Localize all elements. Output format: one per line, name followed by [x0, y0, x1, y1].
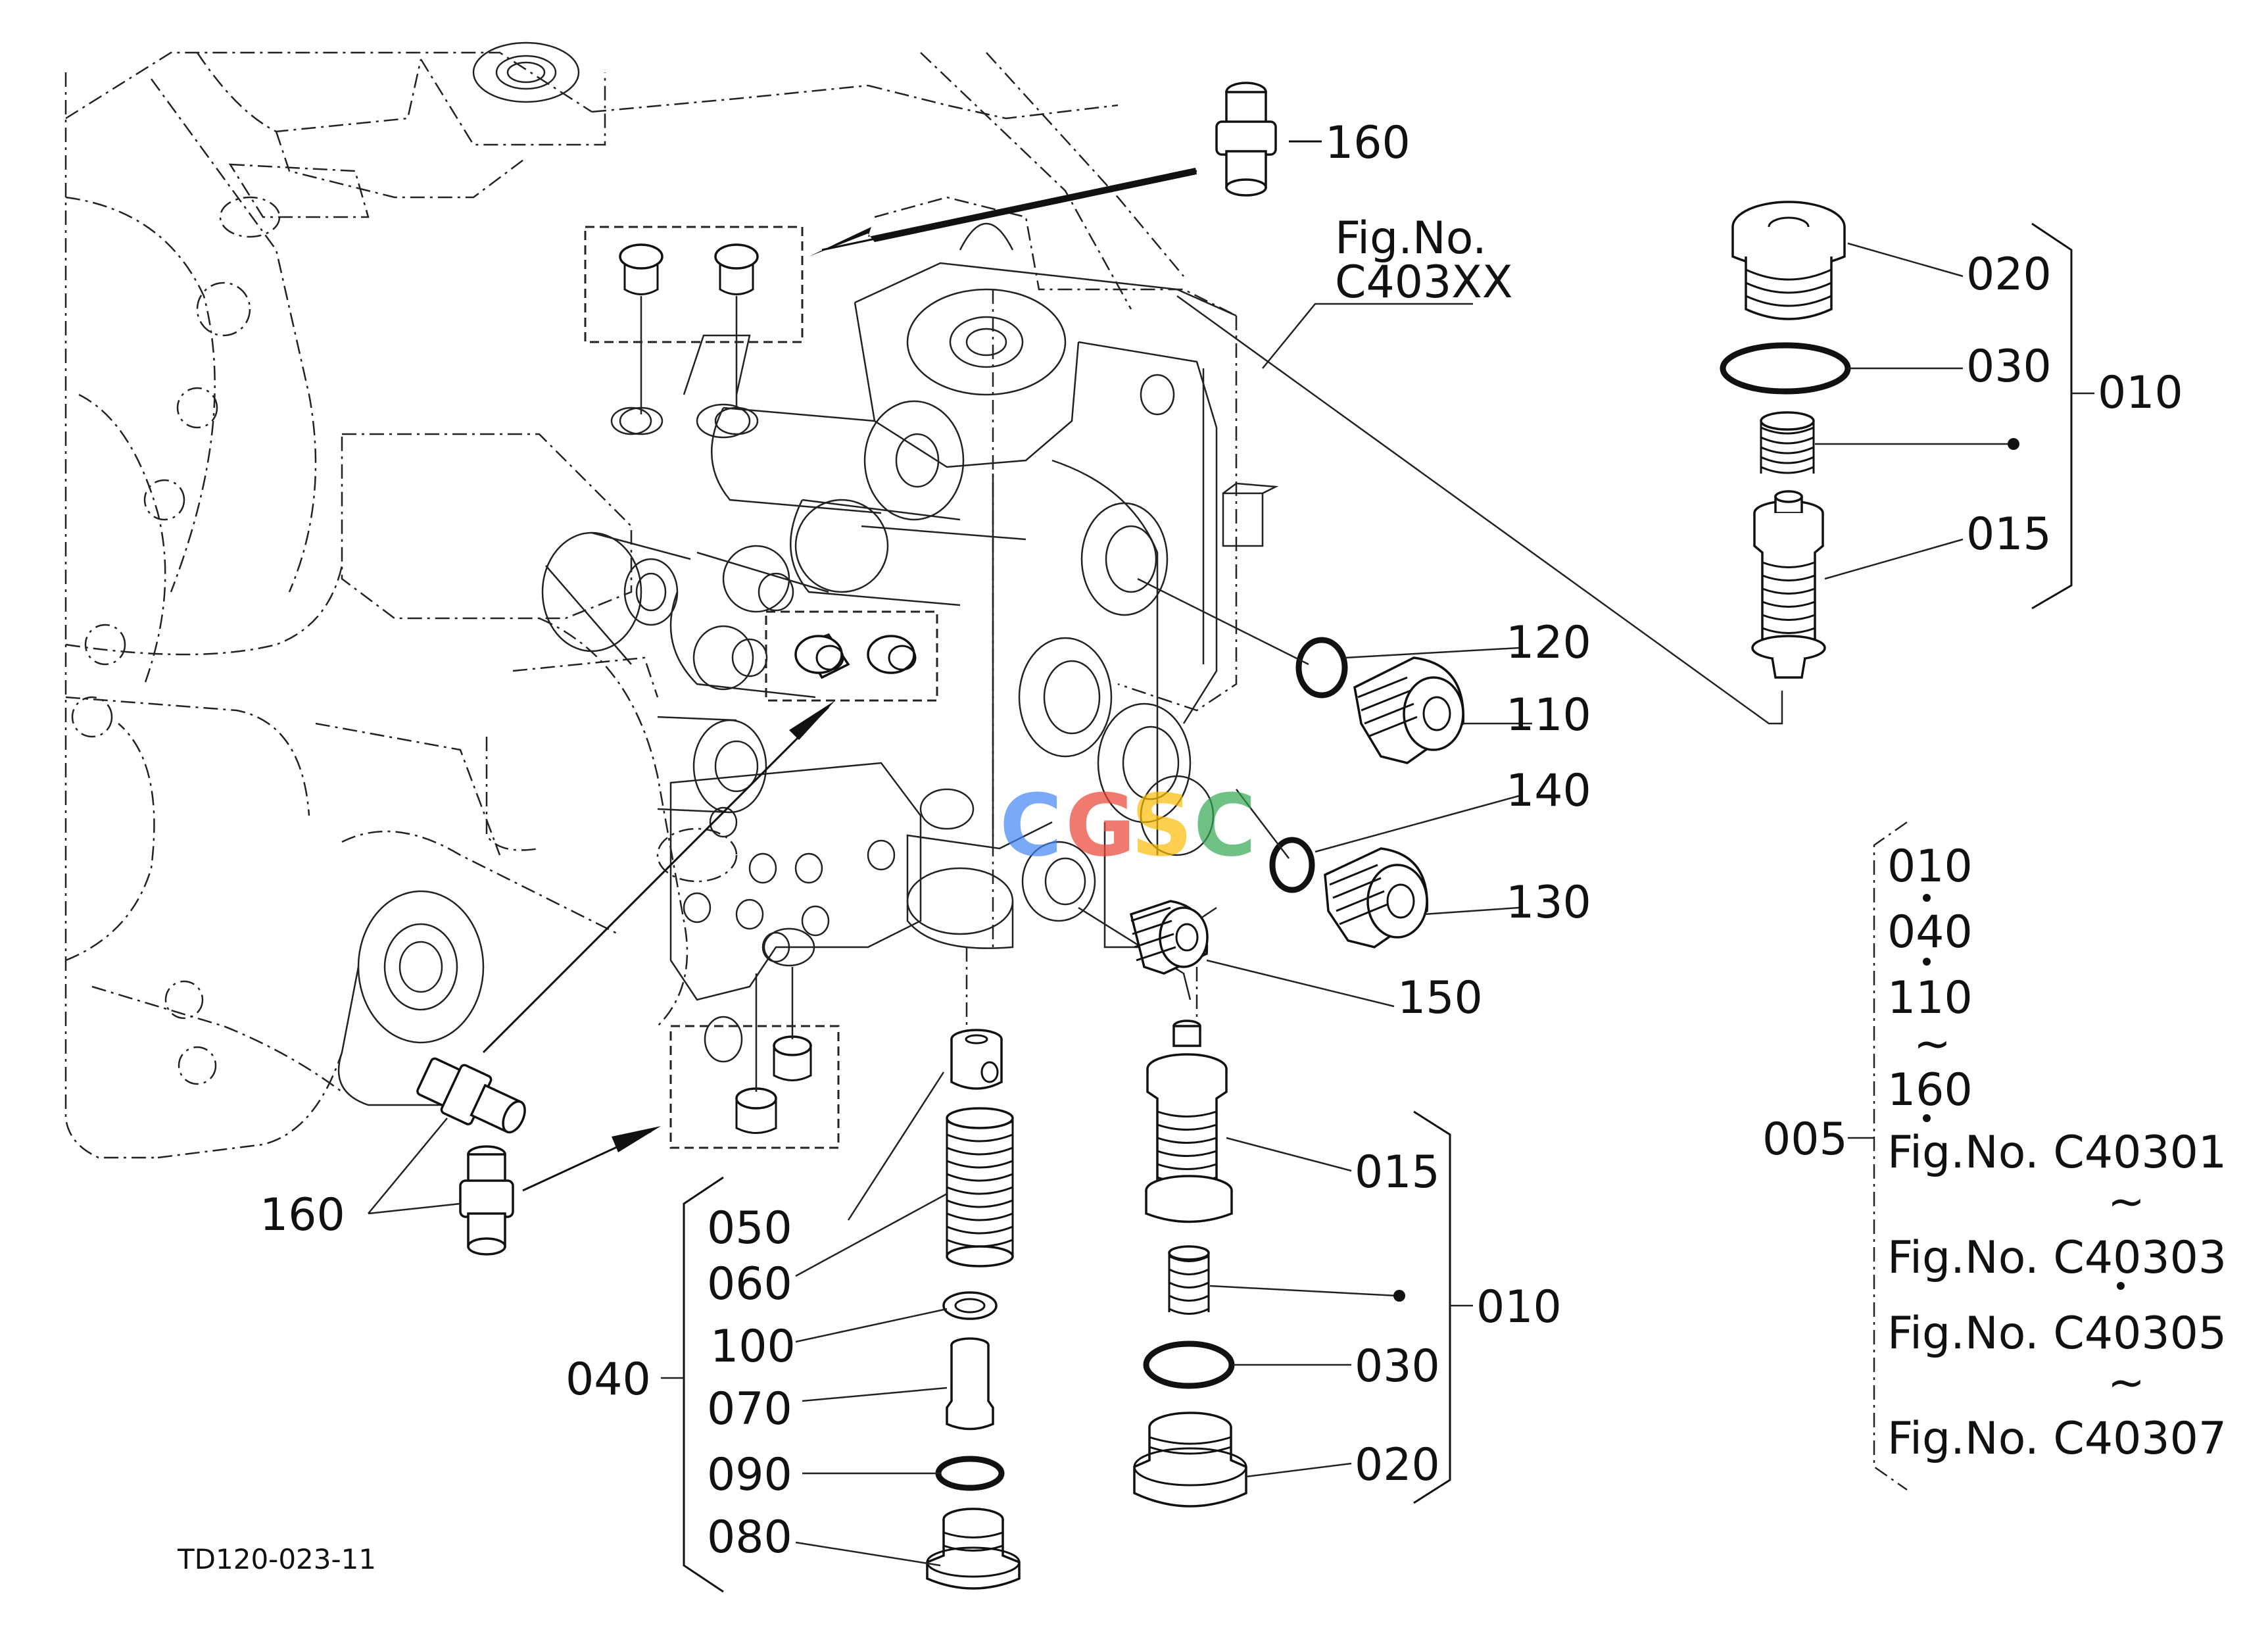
drawing-code: TD120-023-11 [177, 1543, 376, 1575]
callout-015-bottom: 015 [1355, 1146, 1440, 1198]
assembly-010-top [1720, 201, 2094, 679]
fig-ref-line2: C403XX [1335, 257, 1512, 308]
callout-130: 130 [1506, 877, 1591, 929]
callout-030-bottom: 030 [1355, 1340, 1440, 1392]
callout-030-top: 030 [1966, 341, 2052, 393]
plug-box-middle [765, 610, 938, 702]
group-label-005: 005 [1762, 1114, 1848, 1166]
part-160-top [809, 82, 1322, 257]
control-valve-body [610, 222, 1279, 1063]
callout-040: 040 [566, 1354, 651, 1406]
callout-140: 140 [1506, 765, 1591, 817]
callout-020-top: 020 [1966, 249, 2052, 301]
callout-160-bottom: 160 [260, 1189, 345, 1241]
callout-070: 070 [707, 1383, 792, 1435]
assembly-040 [661, 1029, 1021, 1593]
callout-120: 120 [1506, 617, 1591, 669]
callout-010-bottom: 010 [1476, 1281, 1562, 1333]
callout-160-top: 160 [1325, 117, 1411, 169]
plug-box-bottom [669, 967, 840, 1149]
fig-reference: Fig.No. C403XX [1262, 212, 1512, 369]
plug-box-top [584, 226, 804, 435]
callout-020-bottom: 020 [1355, 1439, 1440, 1491]
callout-015-top: 015 [1966, 508, 2052, 560]
callout-110: 110 [1506, 689, 1591, 741]
svg-text:~: ~ [2108, 1176, 2145, 1228]
svg-text:~: ~ [2108, 1357, 2145, 1409]
watermark-letter-4: C [1194, 775, 1256, 875]
reference-lines [965, 289, 1783, 1026]
parts-110-150 [1129, 578, 1532, 1008]
callout-100: 100 [710, 1321, 796, 1373]
watermark-letter-2: G [1065, 775, 1136, 875]
group-fig-c40303: Fig.No. C40303 [1887, 1232, 2227, 1284]
transmission-housing [64, 41, 1238, 1159]
callout-150: 150 [1397, 972, 1483, 1024]
group-item-160: 160 [1887, 1064, 1973, 1116]
callout-060: 060 [707, 1258, 792, 1310]
callout-080: 080 [707, 1512, 792, 1563]
callout-050: 050 [707, 1202, 792, 1254]
group-fig-c40307: Fig.No. C40307 [1887, 1413, 2227, 1465]
group-item-110: 110 [1887, 972, 1973, 1024]
fig-ref-line1: Fig.No. [1335, 212, 1487, 264]
svg-text:~: ~ [1914, 1018, 1951, 1070]
watermark-letter-1: C [1000, 775, 1062, 875]
watermark-letter-3: S [1131, 775, 1193, 875]
group-item-010: 010 [1887, 841, 1973, 893]
group-fig-c40301: Fig.No. C40301 [1887, 1127, 2227, 1179]
assembly-010-bottom [1133, 1020, 1473, 1508]
callout-010-top: 010 [2098, 367, 2183, 419]
callout-090: 090 [707, 1449, 792, 1501]
group-item-040: 040 [1887, 906, 1973, 958]
group-fig-c40305: Fig.No. C40305 [1887, 1308, 2227, 1360]
part-160-bottom [368, 701, 835, 1256]
callout-labels: 160 020 030 010 015 120 110 140 130 150 … [260, 117, 2183, 1563]
watermark: C G S C [1000, 775, 1256, 875]
assembly-group-005: 005 010 040 110 ~ 160 Fig.No. C40301 ~ F… [1762, 821, 2227, 1491]
